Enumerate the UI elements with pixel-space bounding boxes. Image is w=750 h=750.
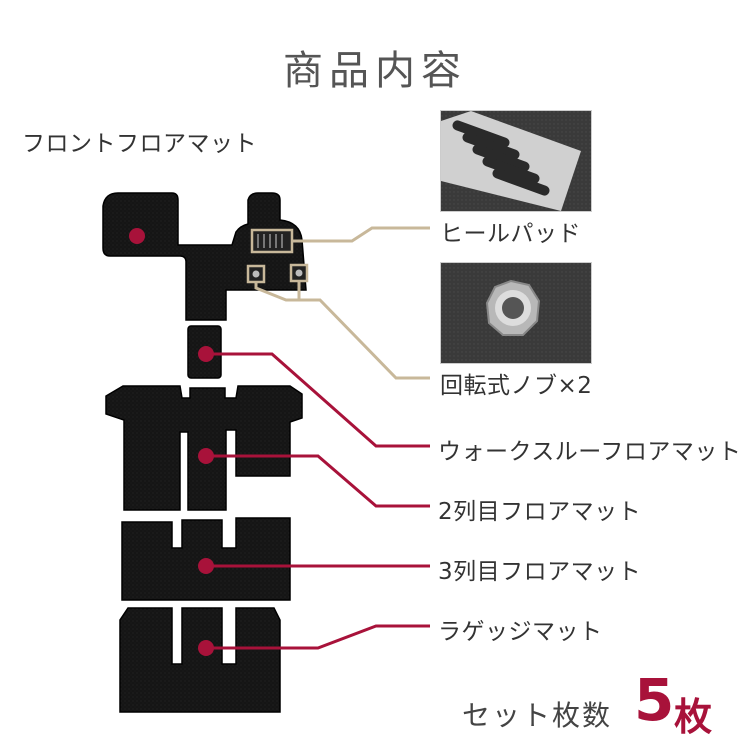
knob-photo bbox=[440, 262, 592, 364]
leader-luggage bbox=[206, 624, 430, 650]
leader-heel-pad bbox=[292, 226, 430, 243]
page-title: 商品内容 bbox=[283, 48, 467, 94]
row2-floor-mat bbox=[105, 385, 303, 511]
label-row3-mat: 3列目フロアマット bbox=[438, 559, 642, 585]
label-front-floor-mat: フロントフロアマット bbox=[22, 131, 257, 157]
set-count-unit: 枚 bbox=[674, 695, 713, 739]
marker-luggage bbox=[198, 640, 214, 656]
marker-row2 bbox=[198, 448, 214, 464]
heel-pad-photo bbox=[440, 110, 592, 212]
marker-front bbox=[129, 228, 145, 244]
luggage-mat bbox=[119, 607, 281, 713]
front-floor-mat bbox=[102, 192, 307, 321]
leader-row2 bbox=[206, 454, 430, 508]
marker-walkthrough bbox=[198, 346, 214, 362]
label-knob: 回転式ノブ×2 bbox=[440, 373, 593, 399]
set-count-label: セット枚数 bbox=[462, 699, 613, 732]
label-heel-pad: ヒールパッド bbox=[440, 221, 581, 247]
label-luggage-mat: ラゲッジマット bbox=[438, 619, 603, 645]
set-count-number: 5 bbox=[634, 666, 675, 734]
leader-knob-left bbox=[254, 282, 430, 380]
label-row2-mat: 2列目フロアマット bbox=[438, 499, 642, 525]
label-walkthrough-mat: ウォークスルーフロアマット bbox=[438, 439, 742, 465]
marker-row3 bbox=[198, 558, 214, 574]
set-count: セット枚数 5 枚 bbox=[462, 666, 732, 739]
leader-walkthrough bbox=[206, 352, 430, 448]
